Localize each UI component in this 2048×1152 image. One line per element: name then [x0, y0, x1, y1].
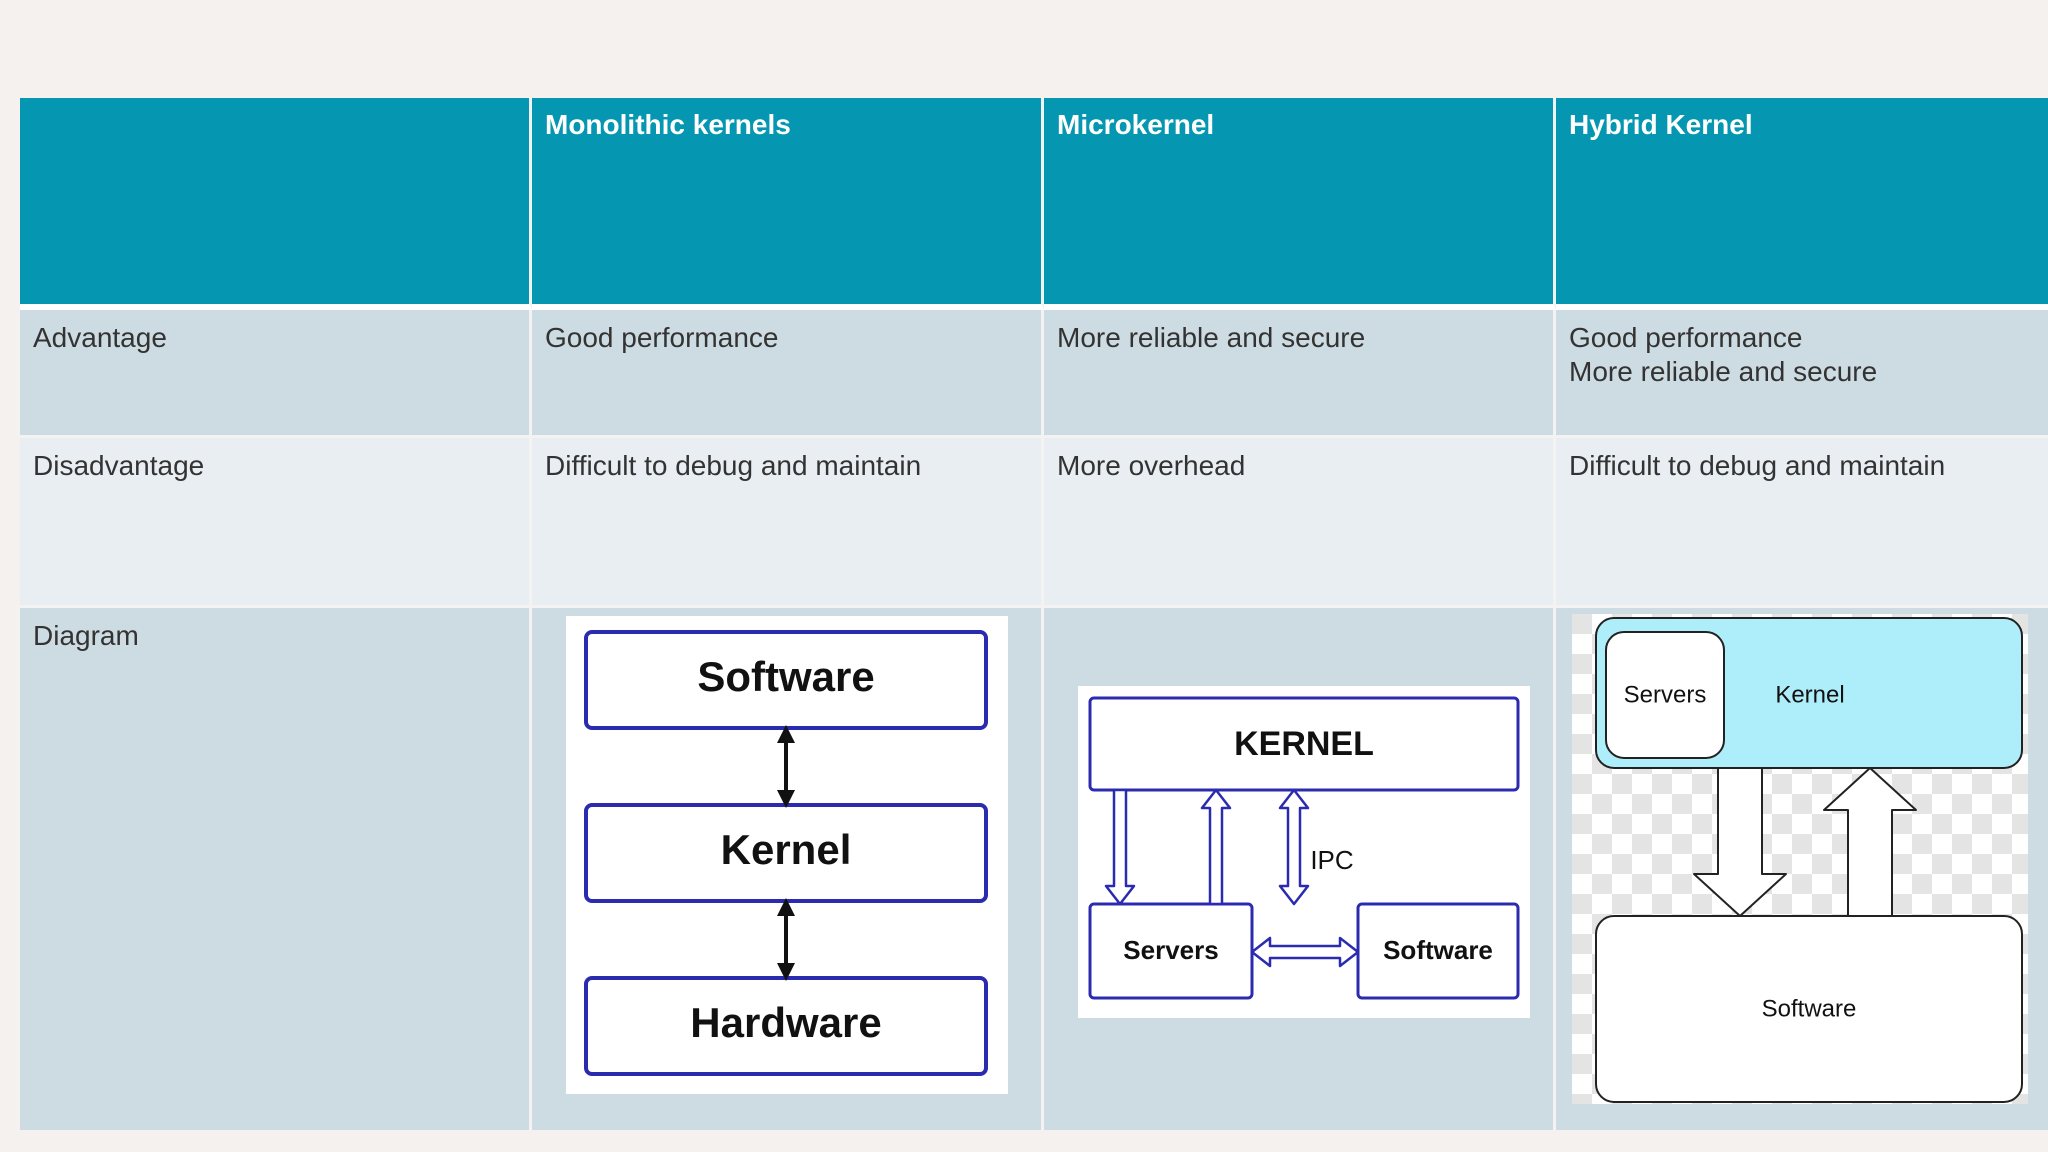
hybrid-servers-label: Servers: [1624, 681, 1707, 708]
microkernel-arrow-kernel-to-servers: [1104, 788, 1136, 906]
disadvantage-monolithic: Difficult to debug and maintain: [532, 438, 1044, 608]
advantage-row: Advantage Good performance More reliable…: [20, 310, 2048, 438]
kernel-comparison-table: Monolithic kernels Microkernel Hybrid Ke…: [20, 98, 2048, 1130]
hybrid-arrow-down: [1693, 767, 1787, 917]
advantage-hybrid-line-1: Good performance: [1569, 322, 1803, 353]
hybrid-software-label: Software: [1762, 995, 1857, 1022]
disadvantage-microkernel: More overhead: [1044, 438, 1556, 608]
header-hybrid: Hybrid Kernel: [1556, 98, 2048, 310]
disadvantage-label: Disadvantage: [20, 438, 532, 608]
header-monolithic: Monolithic kernels: [532, 98, 1044, 310]
advantage-microkernel: More reliable and secure: [1044, 310, 1556, 438]
microkernel-software-label: Software: [1383, 935, 1493, 965]
header-row: Monolithic kernels Microkernel Hybrid Ke…: [20, 98, 2048, 310]
microkernel-diagram: KERNEL Servers Software IPC: [1078, 686, 1530, 1018]
diagram-microkernel-cell: KERNEL Servers Software IPC: [1044, 608, 1556, 1130]
hybrid-diagram: Servers Kernel Software: [1572, 614, 2028, 1104]
hybrid-servers-box: [1605, 631, 1725, 759]
microkernel-servers-label: Servers: [1123, 935, 1218, 965]
header-microkernel: Microkernel: [1044, 98, 1556, 310]
microkernel-kernel-label: KERNEL: [1234, 725, 1374, 763]
header-empty: [20, 98, 532, 310]
hybrid-kernel-label: Kernel: [1775, 681, 1844, 708]
diagram-hybrid-cell: Servers Kernel Software: [1556, 608, 2048, 1130]
disadvantage-hybrid: Difficult to debug and maintain: [1556, 438, 2048, 608]
monolithic-diagram: Software Kernel Hardware: [566, 616, 1008, 1094]
diagram-row: Diagram Software Kernel Hardware: [20, 608, 2048, 1130]
microkernel-ipc-label: IPC: [1310, 845, 1353, 875]
diagram-monolithic-cell: Software Kernel Hardware: [532, 608, 1044, 1130]
hybrid-software-box: [1595, 915, 2023, 1103]
hybrid-arrow-up: [1823, 767, 1917, 917]
disadvantage-row: Disadvantage Difficult to debug and main…: [20, 438, 2048, 608]
advantage-label: Advantage: [20, 310, 532, 438]
monolithic-hardware-label: Hardware: [690, 999, 881, 1046]
advantage-hybrid-line-2: More reliable and secure: [1569, 356, 1878, 387]
microkernel-ipc-arrow: [1278, 788, 1310, 906]
advantage-monolithic: Good performance: [532, 310, 1044, 438]
diagram-label: Diagram: [20, 608, 532, 1130]
microkernel-arrow-servers-to-kernel: [1200, 788, 1232, 906]
microkernel-kernel-box: [1088, 696, 1520, 792]
microkernel-servers-software-arrow: [1250, 936, 1360, 968]
advantage-hybrid: Good performance More reliable and secur…: [1556, 310, 2048, 438]
monolithic-software-label: Software: [697, 653, 874, 700]
monolithic-kernel-label: Kernel: [721, 826, 852, 873]
